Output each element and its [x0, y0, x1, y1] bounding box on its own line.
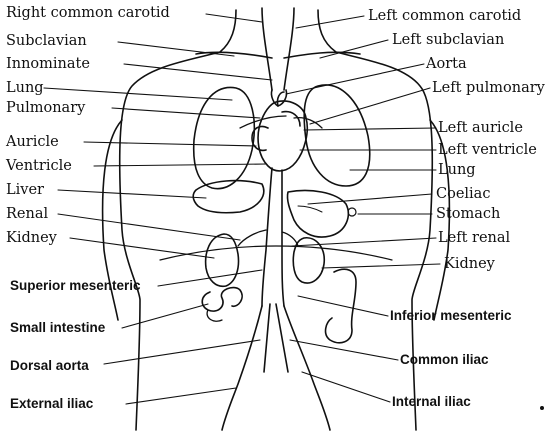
label-lung-left-side: Lung — [6, 81, 44, 96]
label-left-renal: Left renal — [438, 231, 510, 246]
label-left-pulmonary: Left pulmonary — [432, 81, 545, 96]
label-auricle: Auricle — [6, 135, 59, 150]
label-stomach: Stomach — [436, 207, 500, 222]
label-lung-right-side: Lung — [438, 163, 476, 178]
small-intestine-organ — [202, 288, 242, 312]
label-kidney-left-side: Kidney — [6, 231, 57, 246]
label-renal: Renal — [6, 207, 48, 222]
label-left-subclavian: Left subclavian — [392, 33, 504, 48]
label-coeliac: Coeliac — [436, 187, 490, 202]
stomach-organ — [287, 191, 348, 238]
label-external-iliac: External iliac — [10, 397, 93, 411]
label-ventricle: Ventricle — [6, 159, 72, 174]
label-aorta: Aorta — [426, 57, 467, 72]
torso-outline — [103, 10, 450, 430]
leader-lines — [44, 14, 440, 404]
label-left-auricle: Left auricle — [438, 121, 523, 136]
label-subclavian: Subclavian — [6, 34, 87, 49]
label-dorsal-aorta: Dorsal aorta — [10, 359, 89, 373]
label-pulmonary: Pulmonary — [6, 101, 85, 116]
label-superior-mesenteric: Superior mesenteric — [10, 279, 141, 293]
label-left-ventricle: Left ventricle — [438, 143, 537, 158]
label-inferior-mesenteric: Inferior mesenteric — [390, 309, 512, 323]
iliac-arteries — [222, 304, 330, 430]
label-internal-iliac: Internal iliac — [392, 395, 471, 409]
label-right-common-carotid: Right common carotid — [6, 6, 170, 21]
label-small-intestine: Small intestine — [10, 321, 105, 335]
neck-arteries — [196, 8, 360, 106]
label-innominate: Innominate — [6, 57, 90, 72]
dorsal-aorta-vessel — [262, 168, 284, 306]
label-liver: Liver — [6, 183, 44, 198]
label-kidney-right-side: Kidney — [444, 257, 495, 272]
label-left-common-carotid: Left common carotid — [368, 9, 521, 24]
label-common-iliac: Common iliac — [400, 353, 489, 367]
